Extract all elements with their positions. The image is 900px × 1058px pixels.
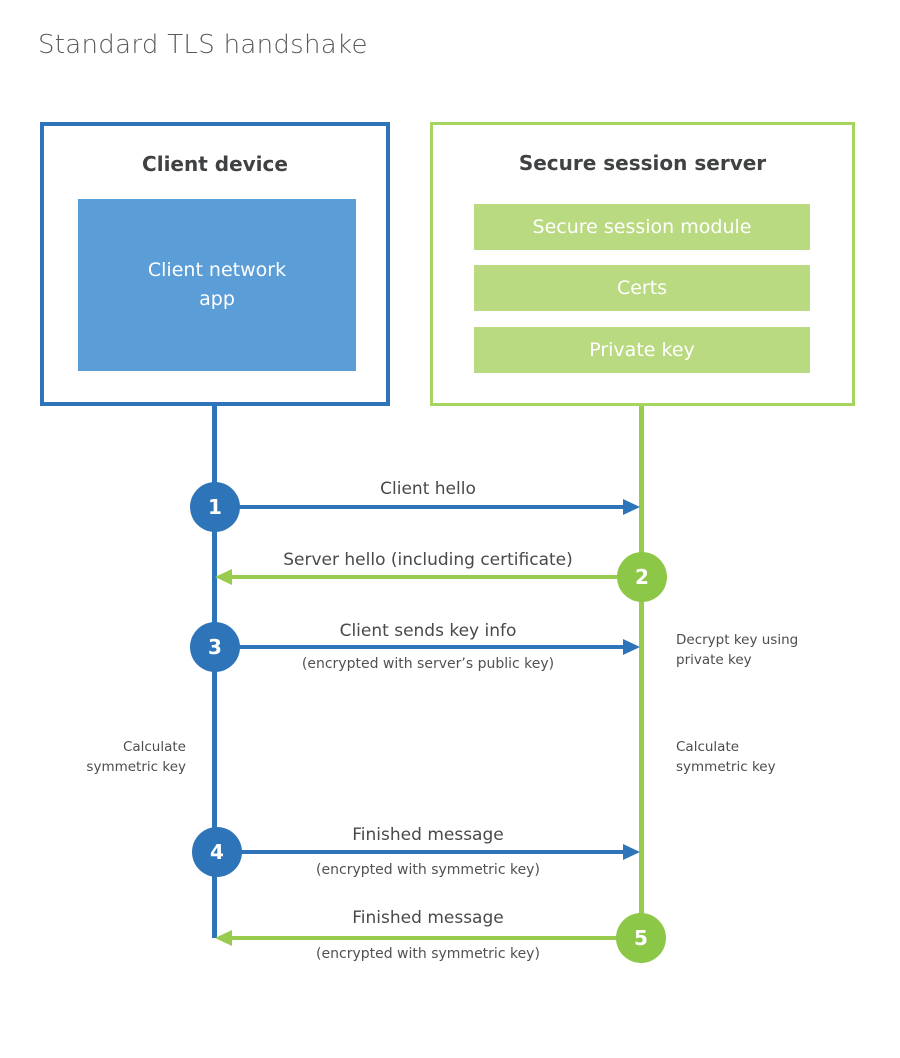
message-sub-finished-server: (encrypted with symmetric key) [316,946,540,962]
arrow-head-left-icon [215,569,232,585]
message-label-key-info: Client sends key info [339,621,517,641]
step-circle-3: 3 [190,622,240,672]
message-label-finished-server: Finished message [352,908,504,928]
arrow-head-right-icon [623,844,640,860]
secure-session-server-title: Secure session server [518,151,767,175]
message-sub-finished-client: (encrypted with symmetric key) [316,862,540,878]
arrow-line-client-hello [216,505,624,509]
note-calculate-symmetric-key-server: Calculate symmetric key [676,739,776,775]
arrow-line-key-info [216,645,624,649]
step-circle-1: 1 [190,482,240,532]
arrow-line-finished-client [216,850,624,854]
client-lifeline [212,406,217,938]
secure-session-server-box: Secure session server Secure session mod… [430,122,855,406]
arrow-line-server-hello [232,575,640,579]
server-lifeline [639,406,644,941]
note-calculate-symmetric-key-client: Calculate symmetric key [86,739,186,775]
message-label-server-hello: Server hello (including certificate) [283,550,573,570]
note-decrypt-key: Decrypt key using private key [676,632,799,668]
message-label-client-hello: Client hello [380,479,476,499]
client-device-title: Client device [142,152,288,176]
certs-bar: Certs [474,265,810,311]
arrow-head-right-icon [623,639,640,655]
page-title: Standard TLS handshake [38,30,368,60]
arrow-head-right-icon [623,499,640,515]
client-device-box: Client device Client network app [40,122,390,406]
arrow-head-left-icon [215,930,232,946]
message-sub-key-info: (encrypted with server’s public key) [301,656,555,672]
step-circle-4: 4 [192,827,242,877]
secure-session-module-bar: Secure session module [474,204,810,250]
private-key-bar: Private key [474,327,810,373]
arrow-line-finished-server [232,936,640,940]
client-network-app-box: Client network app [78,199,356,371]
message-label-finished-client: Finished message [352,825,504,845]
step-circle-2: 2 [617,552,667,602]
step-circle-5: 5 [616,913,666,963]
